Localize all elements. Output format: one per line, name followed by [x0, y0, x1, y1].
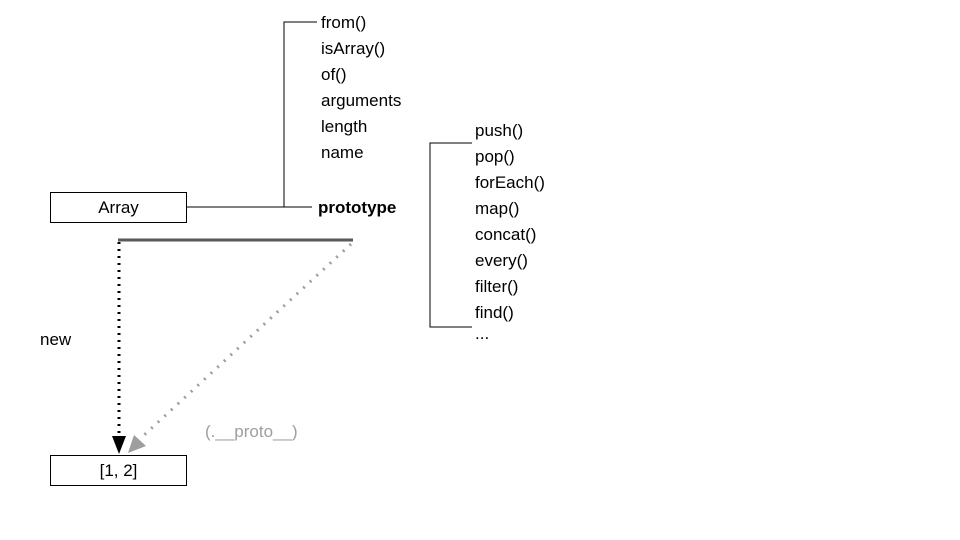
prototype-method-ellipsis: ... — [475, 324, 490, 343]
static-members-bracket — [283, 21, 317, 207]
prototype-method: concat() — [475, 225, 537, 244]
proto-arrow-head — [128, 435, 146, 453]
static-member: from() — [321, 13, 367, 32]
proto-link-label: (.__proto__) — [205, 422, 298, 441]
prototype-method: filter() — [475, 277, 519, 296]
prototype-method: map() — [475, 199, 520, 218]
static-member: of() — [321, 65, 347, 84]
static-member: arguments — [321, 91, 402, 110]
prototype-method: forEach() — [475, 173, 545, 192]
static-member: length — [321, 117, 368, 136]
prototype-methods-bracket — [429, 142, 472, 328]
static-members-list: from() isArray() of() arguments length n… — [321, 13, 401, 169]
new-arrow-head — [112, 436, 126, 454]
static-member: name — [321, 143, 364, 162]
array-instance-label: [1, 2] — [99, 460, 138, 480]
prototype-method: every() — [475, 251, 528, 270]
new-label: new — [40, 330, 72, 349]
proto-arrow-line — [140, 242, 353, 439]
prototype-method: find() — [475, 303, 514, 322]
prototype-label: prototype — [318, 198, 397, 217]
static-member: isArray() — [321, 39, 386, 58]
prototype-methods-list: push() pop() forEach() map() concat() ev… — [475, 121, 545, 343]
prototype-method: pop() — [475, 147, 515, 166]
array-constructor-box: Array — [50, 192, 187, 223]
array-constructor-label: Array — [98, 197, 139, 217]
array-instance-box: [1, 2] — [50, 455, 187, 486]
prototype-method: push() — [475, 121, 524, 140]
